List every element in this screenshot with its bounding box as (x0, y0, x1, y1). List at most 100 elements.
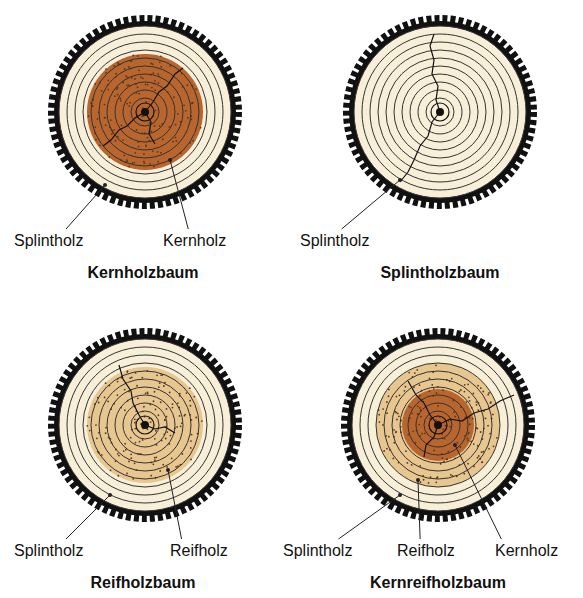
stipple-dot (418, 424, 420, 426)
growth-ring (115, 395, 175, 455)
growth-ring (352, 339, 524, 511)
stipple-dot (430, 476, 432, 478)
stipple-dot (431, 384, 433, 386)
stipple-dot (419, 384, 421, 386)
stipple-dot (378, 414, 380, 416)
stipple (86, 370, 202, 480)
stipple-dot (453, 411, 455, 413)
stipple-dot (150, 421, 152, 423)
stipple-dot (101, 454, 103, 456)
stipple-dot (117, 94, 119, 96)
stipple-dot (458, 390, 460, 392)
growth-ring (91, 371, 199, 479)
stipple-dot (482, 391, 484, 393)
stipple-dot (132, 162, 134, 164)
stipple-dot (414, 372, 416, 374)
pith-ring (136, 103, 154, 121)
stipple-dot (450, 474, 452, 476)
stipple-dot (159, 382, 161, 384)
stipple-dot (480, 431, 482, 433)
tree-type-heading: Splintholzbaum (380, 264, 499, 281)
stipple-dot (143, 406, 145, 408)
stipple-dot (487, 394, 489, 396)
stipple-dot (113, 129, 115, 131)
crack (408, 381, 438, 425)
growth-ring (416, 403, 460, 447)
stipple-dot (160, 55, 162, 57)
stipple-dot (186, 392, 188, 394)
stipple-dot (138, 69, 140, 71)
stipple-dot (158, 414, 160, 416)
stipple-dot (477, 385, 479, 387)
stipple-dot (447, 451, 449, 453)
stipple-dot (419, 407, 421, 409)
stipple-dot (154, 110, 156, 112)
growth-ring (410, 82, 470, 142)
leader-dot (398, 178, 402, 182)
stipple-dot (166, 431, 168, 433)
growth-ring (131, 98, 159, 126)
part-label: Splintholz (300, 232, 369, 249)
stipple-dot (145, 145, 147, 147)
crack (145, 112, 155, 144)
sapwood (352, 339, 524, 511)
stipple-dot (472, 418, 474, 420)
crack (119, 365, 145, 425)
stipple-dot (153, 400, 155, 402)
stipple-dot (147, 428, 149, 430)
stipple-dot (136, 385, 138, 387)
stipple-dot (130, 60, 132, 62)
stipple-dot (395, 431, 397, 433)
stipple-dot (393, 429, 395, 431)
stipple-dot (467, 463, 469, 465)
stipple-dot (200, 127, 202, 129)
stipple-dot (95, 139, 97, 141)
stipple-dot (132, 55, 134, 57)
stipple-dot (110, 119, 112, 121)
stipple-dot (135, 442, 137, 444)
stipple-dot (433, 450, 435, 452)
stipple-dot (419, 465, 421, 467)
tree-type-heading: Kernholzbaum (87, 264, 198, 281)
stipple-dot (185, 110, 187, 112)
stipple-dot (101, 90, 103, 92)
stipple-dot (189, 400, 191, 402)
stipple-dot (193, 396, 195, 398)
stipple-dot (92, 105, 94, 107)
leader-line (342, 180, 400, 229)
growth-ring (115, 82, 175, 142)
stipple-dot (392, 458, 394, 460)
stipple-dot (127, 370, 129, 372)
stipple-dot (175, 124, 177, 126)
stipple-dot (435, 481, 437, 483)
stipple-dot (183, 104, 185, 106)
stipple-dot (168, 126, 170, 128)
stipple-dot (157, 151, 159, 153)
trunk-cross-section (52, 332, 238, 518)
stipple-dot (154, 80, 156, 82)
stipple-dot (184, 414, 186, 416)
stipple-dot (143, 161, 145, 163)
stipple-dot (195, 417, 197, 419)
stipple-dot (190, 458, 192, 460)
part-label: Kernholz (495, 542, 558, 559)
leader-dot (166, 468, 170, 472)
stipple-dot (396, 419, 398, 421)
stipple-dot (172, 407, 174, 409)
stipple-dot (191, 103, 193, 105)
stipple-dot (436, 392, 438, 394)
leader-lines (66, 158, 501, 539)
wood-zone (402, 389, 474, 461)
stipple-dot (129, 102, 131, 104)
stipple-dot (152, 463, 154, 465)
stipple-dot (175, 140, 177, 142)
bark (347, 334, 529, 516)
stipple-dot (469, 417, 471, 419)
stipple-dot (467, 383, 469, 385)
stipple-dot (154, 438, 156, 440)
stipple-dot (124, 68, 126, 70)
growth-ring (386, 58, 494, 166)
pith-ring (429, 416, 447, 434)
leader-dot (453, 443, 457, 447)
stipple-dot (195, 88, 197, 90)
